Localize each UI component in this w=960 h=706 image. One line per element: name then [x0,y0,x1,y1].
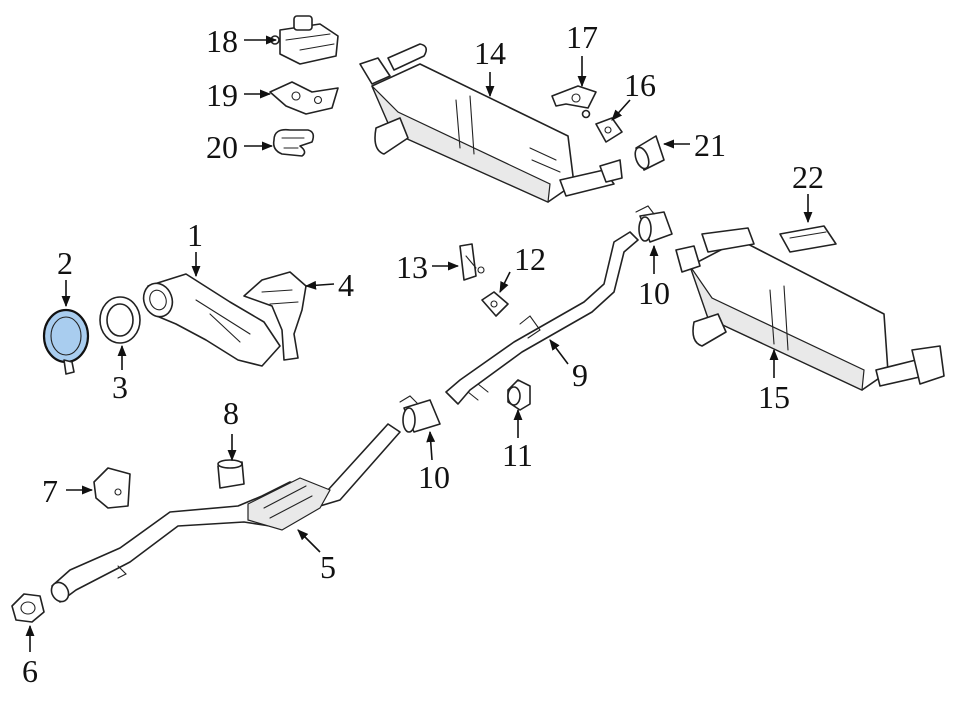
callout-6: 6 [22,653,38,689]
callout-21: 21 [694,127,726,163]
part-9-intermediate-pipe[interactable] [445,231,639,405]
callout-7: 7 [42,473,58,509]
callout-4: 4 [338,267,354,303]
callout-13: 13 [396,249,428,285]
part-1-catalytic-converter[interactable] [139,273,281,367]
part-15-rear-muffler[interactable] [675,227,945,391]
callout-3: 3 [112,369,128,405]
part-10-clamp-upper[interactable] [635,205,673,243]
callout-5: 5 [320,549,336,585]
part-3-gasket-ring[interactable] [99,296,141,344]
callout-15: 15 [758,379,790,415]
callout-2: 2 [57,245,73,281]
callout-11: 11 [502,437,533,473]
part-17-hanger-bracket[interactable] [551,85,597,119]
part-8-sleeve[interactable] [217,459,245,489]
part-16-isolator[interactable] [595,117,623,143]
callout-labels: 18 19 20 14 17 16 21 22 1 4 2 3 13 12 9 … [22,19,824,689]
callout-18: 18 [206,23,238,59]
callout-19: 19 [206,77,238,113]
part-21-exhaust-tip[interactable] [633,135,665,171]
leader-lines [25,35,813,652]
part-10-clamp-lower[interactable] [399,395,441,433]
part-2-clamp-highlighted[interactable] [42,308,90,375]
callout-17: 17 [566,19,598,55]
part-22-exhaust-tip[interactable] [779,225,837,253]
part-18-vacuum-actuator[interactable] [270,15,339,65]
callout-12: 12 [514,241,546,277]
part-13-hanger[interactable] [459,243,485,281]
part-11-isolator[interactable] [507,379,531,411]
part-20-retaining-clip[interactable] [272,128,315,157]
callout-1: 1 [187,217,203,253]
callout-20: 20 [206,129,238,165]
callout-10-lower: 10 [418,459,450,495]
part-12-isolator[interactable] [481,291,509,317]
callout-8: 8 [223,395,239,431]
part-4-heat-shield[interactable] [243,271,307,361]
callout-14: 14 [474,35,506,71]
part-19-mounting-bracket[interactable] [269,81,339,115]
callout-16: 16 [624,67,656,103]
callout-22: 22 [792,159,824,195]
callout-10-upper: 10 [638,275,670,311]
part-5-front-pipe-resonator[interactable] [48,423,401,605]
callout-9: 9 [572,357,588,393]
part-7-bracket[interactable] [93,467,131,509]
part-14-muffler[interactable] [359,43,623,203]
part-6-flange-gasket[interactable] [11,593,45,623]
